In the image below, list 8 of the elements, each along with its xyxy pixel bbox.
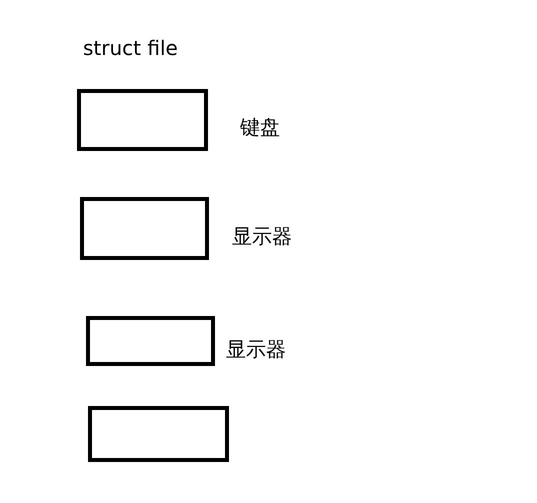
empty-box bbox=[77, 89, 208, 151]
device-label: 显示器 bbox=[232, 224, 292, 248]
empty-box bbox=[86, 316, 215, 366]
empty-box bbox=[88, 406, 229, 462]
device-label: 键盘 bbox=[240, 115, 280, 139]
empty-box bbox=[80, 197, 209, 260]
title-text: struct file bbox=[83, 36, 178, 60]
device-label: 显示器 bbox=[226, 337, 286, 361]
